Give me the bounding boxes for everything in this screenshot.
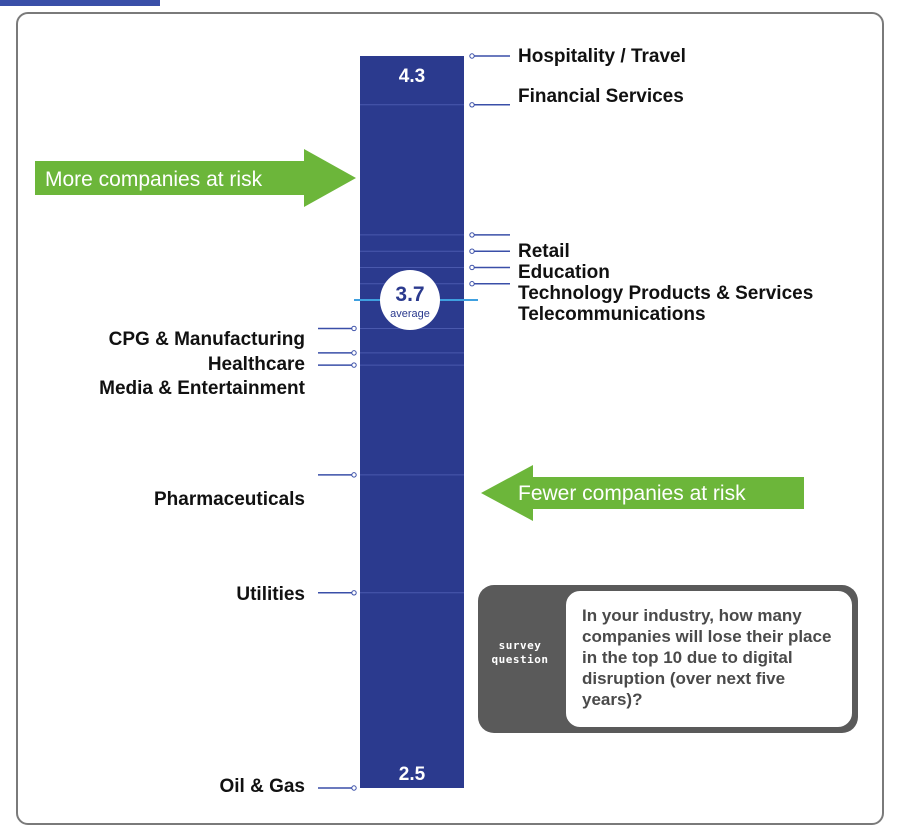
category-label: CPG & Manufacturing [109,329,305,350]
bar [360,56,464,788]
right-arrow-icon [35,149,356,207]
category-label: Financial Services [518,86,684,107]
bar-bottom-value: 2.5 [399,764,426,785]
survey-callout: survey question In your industry, how ma… [478,585,858,733]
category-label: Healthcare [208,354,305,375]
leader-dot [469,232,475,238]
header-strip [0,0,160,6]
category-right: Telecommunications [469,281,706,325]
fewer-risk-arrow: Fewer companies at risk [481,465,804,521]
category-label: Technology Products & Services [518,283,813,304]
chart-frame [16,12,884,825]
survey-question-text: In your industry, how many companies wil… [582,606,832,709]
category-right: Hospitality / Travel [469,46,686,67]
category-label: Oil & Gas [219,776,305,797]
category-label: Media & Entertainment [99,378,306,399]
category-label: Pharmaceuticals [154,489,305,510]
leader-dot [469,53,475,59]
leader-dot [351,472,357,478]
leader-dot [351,325,357,332]
category-label: Hospitality / Travel [518,46,686,67]
leader-dot [351,785,357,791]
category-right: Technology Products & Services [469,264,813,304]
category-left: CPG & Manufacturing [109,325,357,350]
bar-top-value: 4.3 [399,66,425,87]
category-left: Pharmaceuticals [154,472,357,510]
average-value: 3.7 [395,283,424,306]
category-left: Healthcare [208,350,357,375]
average-label: average [390,308,430,320]
category-right: Education [469,248,610,283]
fewer-risk-label: Fewer companies at risk [518,482,746,505]
category-label: Education [518,262,610,283]
more-risk-label: More companies at risk [45,168,263,191]
leader-dot [469,248,475,254]
category-label: Telecommunications [518,304,706,325]
average-circle [380,270,440,330]
category-right: Retail [469,232,570,262]
leader-dot [469,102,475,108]
left-arrow-icon [481,465,804,521]
more-risk-arrow: More companies at risk [35,149,356,207]
category-left: Media & Entertainment [99,362,357,399]
category-label: Retail [518,241,570,262]
leader-dot [351,350,357,356]
category-label: Utilities [236,584,305,605]
category-right: Financial Services [469,86,684,108]
leader-dot [351,590,357,596]
leader-dot [469,281,475,287]
survey-tag-line2: question [491,653,549,666]
leader-dot [469,264,475,271]
survey-tag-line1: survey [498,639,542,652]
category-left: Oil & Gas [219,776,357,797]
survey-bubble: In your industry, how many companies wil… [564,589,854,729]
survey-question-tag: survey question [478,639,562,667]
leader-dot [351,362,357,368]
category-left: Utilities [236,584,357,605]
average-marker: 3.7 average [354,270,478,330]
